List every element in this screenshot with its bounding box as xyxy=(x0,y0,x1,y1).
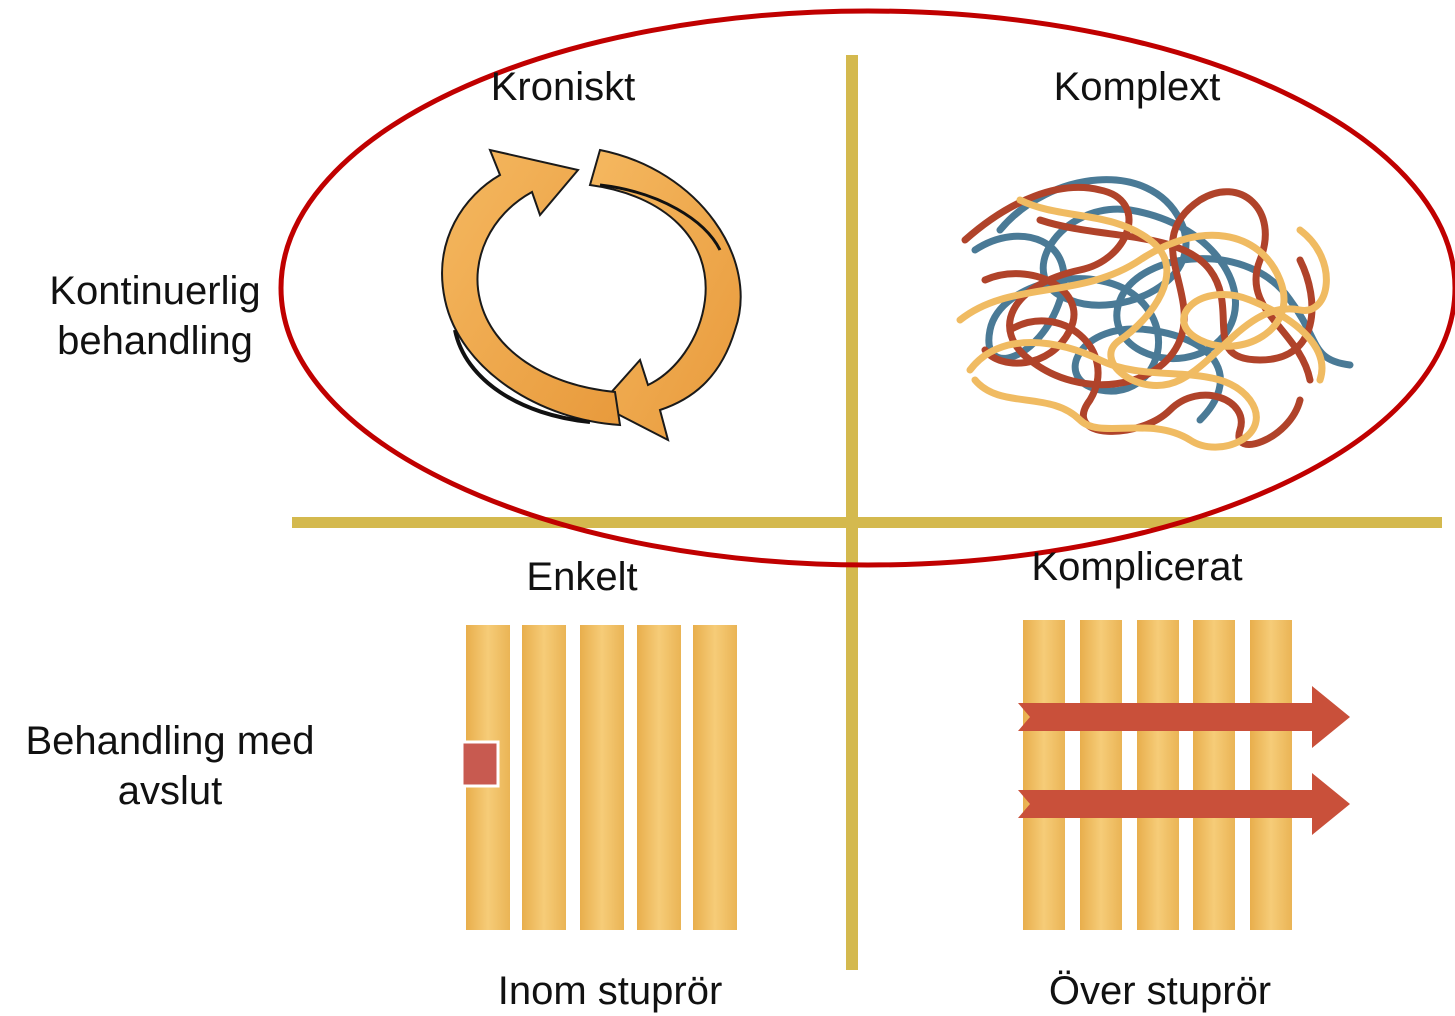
column-label-left: Inom stuprör xyxy=(460,966,760,1016)
row-label-bottom-line2: avslut xyxy=(0,766,340,816)
horizontal-axis xyxy=(292,517,1442,528)
pillars-crossed-by-arrows-icon xyxy=(1018,620,1350,930)
tangled-threads-icon xyxy=(960,180,1350,447)
vertical-pillars-with-block-icon xyxy=(462,625,737,930)
row-label-top-line1: Kontinuerlig xyxy=(20,266,290,316)
row-label-top: Kontinuerlig behandling xyxy=(20,266,290,366)
quadrant-title-komplext: Komplext xyxy=(1037,62,1237,112)
row-label-bottom: Behandling med avslut xyxy=(0,716,340,816)
row-label-top-line2: behandling xyxy=(20,316,290,366)
quadrant-title-enkelt: Enkelt xyxy=(482,552,682,602)
cycle-arrows-icon xyxy=(442,150,741,440)
quadrant-title-komplicerat: Komplicerat xyxy=(1012,542,1262,592)
quadrant-title-kroniskt: Kroniskt xyxy=(463,62,663,112)
vertical-axis xyxy=(846,55,858,970)
column-label-right: Över stuprör xyxy=(1010,966,1310,1016)
row-label-bottom-line1: Behandling med xyxy=(0,716,340,766)
